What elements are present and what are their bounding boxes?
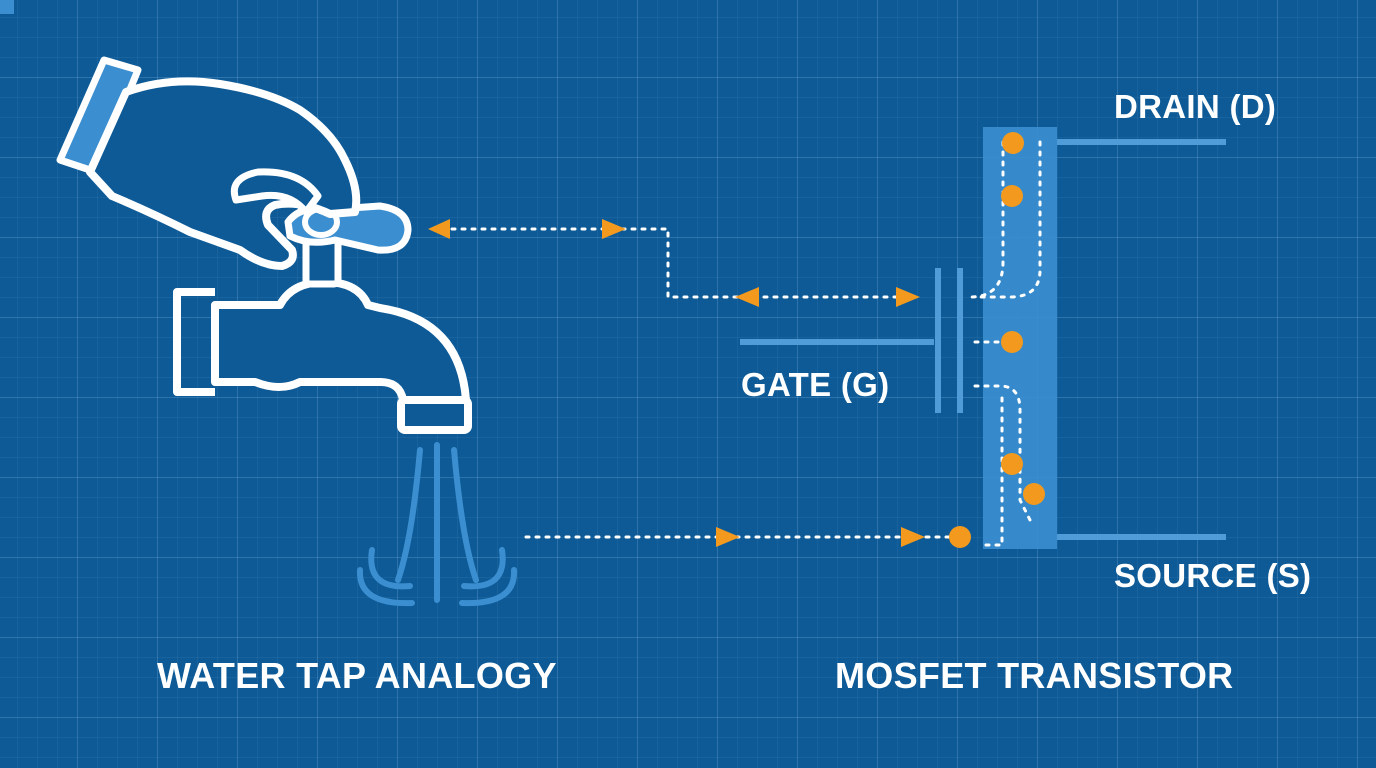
drain-label: DRAIN (D)	[1114, 88, 1277, 125]
arrow-left-icon	[428, 219, 450, 239]
electron-dot	[1001, 331, 1023, 353]
hand-icon	[56, 56, 361, 270]
electron-dot	[1023, 483, 1045, 505]
faucet-icon	[173, 202, 472, 434]
source-label: SOURCE (S)	[1114, 557, 1312, 594]
electron-dot	[1001, 453, 1023, 475]
mosfet-caption: MOSFET TRANSISTOR	[835, 655, 1234, 696]
arrow-right-icon	[602, 219, 626, 239]
electron-dot	[1002, 132, 1024, 154]
water-stream-icon	[356, 442, 518, 607]
arrow-right-icon	[716, 527, 740, 547]
electron-dot	[949, 526, 971, 548]
mosfet-symbol	[740, 127, 1226, 549]
arrow-right-icon	[901, 527, 925, 547]
connector-water-to-source	[524, 526, 971, 548]
arrow-left-icon	[735, 287, 759, 307]
water-tap-caption: WATER TAP ANALOGY	[157, 655, 557, 696]
arrow-right-icon	[896, 287, 920, 307]
connector-handle-to-gate	[428, 219, 920, 307]
electron-flow-path	[968, 140, 1042, 547]
electron-dots	[1001, 132, 1045, 505]
gate-label: GATE (G)	[741, 366, 890, 403]
corner-marker	[0, 0, 14, 14]
electron-dot	[1001, 185, 1023, 207]
